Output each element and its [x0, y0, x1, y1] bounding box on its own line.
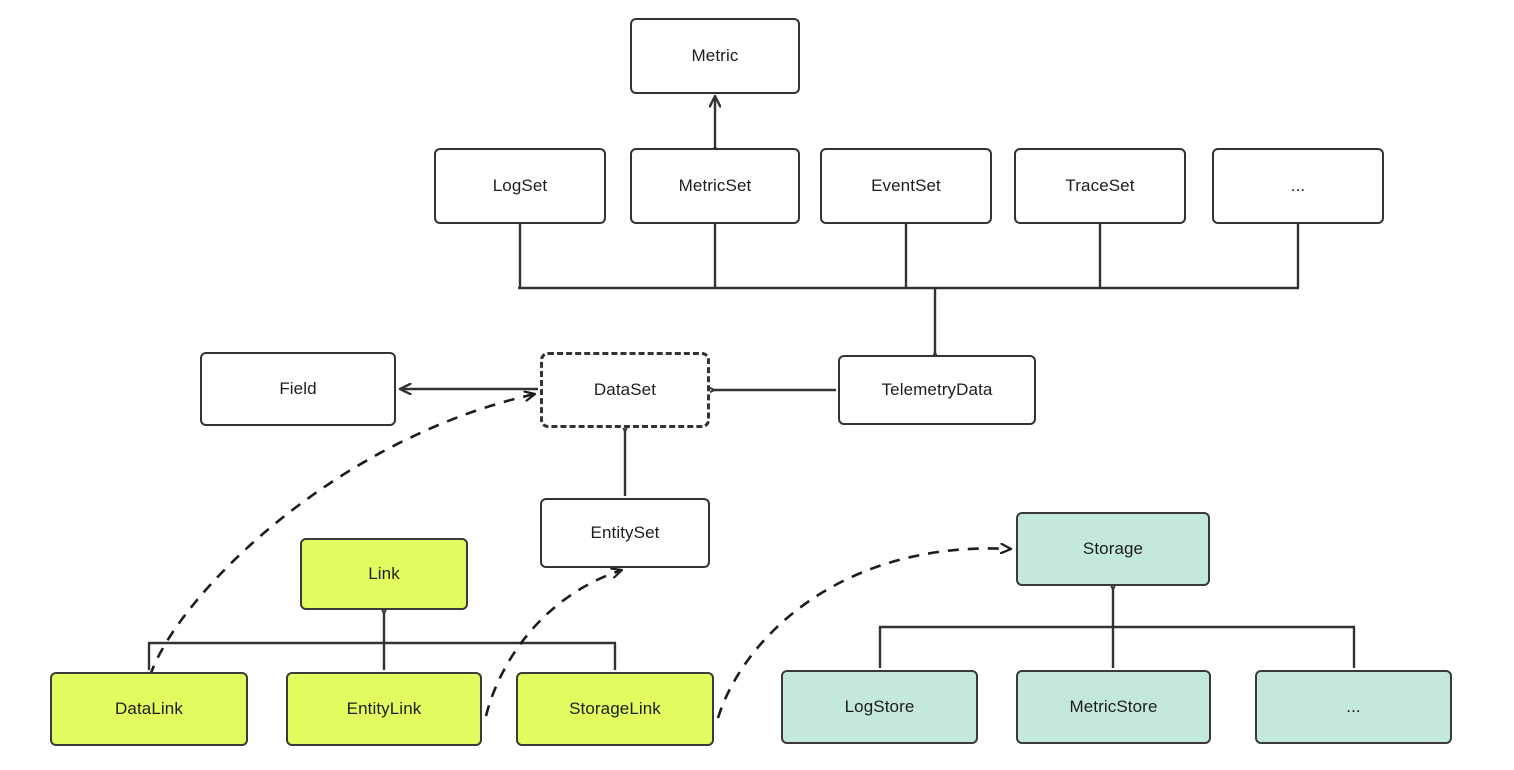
node-logstore[interactable]: LogStore	[781, 670, 978, 744]
node-more-stores[interactable]: ...	[1255, 670, 1452, 744]
node-datalink-label: DataLink	[115, 698, 183, 718]
node-logstore-label: LogStore	[844, 696, 915, 716]
node-metricset[interactable]: MetricSet	[630, 148, 800, 224]
node-metric-label: Metric	[691, 45, 739, 65]
node-entitylink-label: EntityLink	[346, 698, 422, 718]
edge-set-bus	[518, 224, 1300, 353]
node-logset[interactable]: LogSet	[434, 148, 606, 224]
node-logset-label: LogSet	[492, 175, 548, 195]
node-metricstore-label: MetricStore	[1069, 696, 1158, 716]
node-storage[interactable]: Storage	[1016, 512, 1210, 586]
node-link-label: Link	[368, 563, 400, 583]
edge-store-bus	[878, 589, 1356, 668]
node-metric[interactable]: Metric	[630, 18, 800, 94]
node-telemetrydata[interactable]: TelemetryData	[838, 355, 1036, 425]
node-eventset[interactable]: EventSet	[820, 148, 992, 224]
node-dataset-label: DataSet	[593, 379, 657, 399]
node-metricstore[interactable]: MetricStore	[1016, 670, 1211, 744]
node-more-sets[interactable]: ...	[1212, 148, 1384, 224]
node-field-label: Field	[279, 378, 317, 398]
node-dataset[interactable]: DataSet	[540, 352, 710, 428]
node-metricset-label: MetricSet	[678, 175, 752, 195]
node-link[interactable]: Link	[300, 538, 468, 610]
node-storagelink[interactable]: StorageLink	[516, 672, 714, 746]
node-entitylink[interactable]: EntityLink	[286, 672, 482, 746]
node-more-sets-label: ...	[1290, 175, 1306, 195]
node-more-stores-label: ...	[1346, 696, 1361, 716]
node-storage-label: Storage	[1082, 538, 1144, 558]
node-eventset-label: EventSet	[871, 175, 941, 195]
node-traceset-label: TraceSet	[1065, 175, 1135, 195]
node-datalink[interactable]: DataLink	[50, 672, 248, 746]
edge-datalink-dataset	[148, 394, 535, 677]
node-field[interactable]: Field	[200, 352, 396, 426]
node-entityset[interactable]: EntitySet	[540, 498, 710, 568]
node-entityset-label: EntitySet	[590, 522, 660, 542]
node-traceset[interactable]: TraceSet	[1014, 148, 1186, 224]
node-storagelink-label: StorageLink	[569, 698, 661, 718]
node-telemetrydata-label: TelemetryData	[881, 379, 993, 399]
edge-link-bus	[147, 613, 617, 670]
